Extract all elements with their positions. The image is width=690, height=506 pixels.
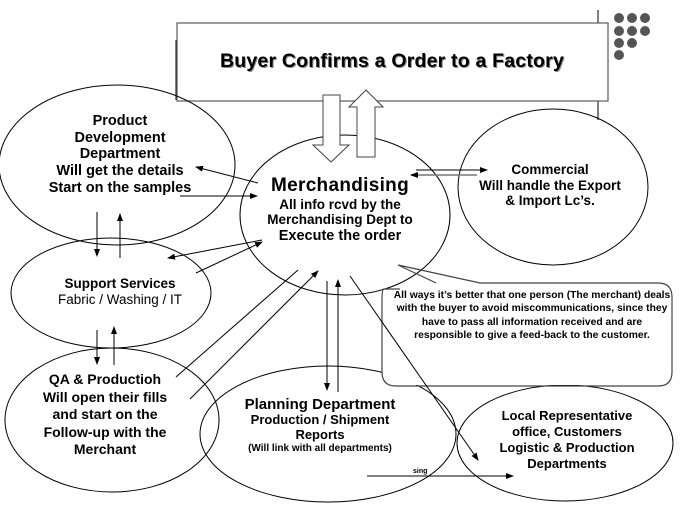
merchandising-ellipse: [239, 134, 451, 296]
qa-production-detail-3: Follow-up with the: [43, 423, 167, 440]
arrow-merch-to-local: [349, 275, 479, 461]
title-box: [176, 22, 609, 102]
callout-fill: [380, 282, 672, 385]
dot-icon: [614, 38, 624, 48]
merchandising-heading: Merchandising: [271, 175, 409, 196]
dot-icon: [614, 13, 624, 23]
product-development-ellipse: [0, 84, 236, 246]
merchandising-detail-1: All info rcvd by the: [279, 196, 401, 212]
qa-production-detail-4: Merchant: [73, 441, 137, 457]
local-representative-line-3: Logistic & Production: [499, 439, 635, 455]
down-block-arrow: [311, 94, 351, 163]
arrow-support-to-merch: [195, 241, 263, 274]
merchandising-detail-2: Merchandising Dept to: [267, 212, 413, 228]
qa-production-ellipse: [4, 347, 220, 493]
product-development-heading-2: Development: [74, 129, 166, 146]
callout-bubble: [381, 264, 673, 387]
dot-icon: [640, 13, 650, 23]
qa-production-detail-1: Will open their fills: [42, 388, 168, 405]
merchandising-node: Merchandising All info rcvd by the Merch…: [240, 175, 440, 245]
local-representative-line-2: office, Customers: [512, 423, 622, 439]
qa-production-node: QA & Productioh Will open their fills an…: [25, 371, 185, 459]
dot-icon: [614, 26, 624, 36]
planning-detail-3: (Will link with all departments): [248, 443, 392, 455]
line-qa-to-merch: [175, 269, 299, 378]
planning-detail-2: Reports: [295, 427, 345, 443]
commercial-ellipse: [457, 108, 649, 266]
product-development-detail-1: Will get the details: [56, 163, 184, 180]
local-representative-node: Local Representative office, Customers L…: [472, 408, 662, 471]
product-development-node: Product Development Department Will get …: [20, 113, 220, 196]
commercial-node: Commercial Will handle the Export & Impo…: [460, 162, 640, 209]
planning-heading: Planning Department: [244, 396, 396, 413]
commercial-heading: Commercial: [511, 162, 589, 177]
commercial-detail-1: Will handle the Export: [479, 177, 621, 193]
dot-icon: [627, 13, 637, 23]
diagram-title: Buyer Confirms a Order to a Factory: [219, 50, 564, 72]
planning-node: Planning Department Production / Shipmen…: [220, 396, 420, 455]
planning-ellipse: [199, 365, 457, 503]
support-services-node: Support Services Fabric / Washing / IT: [30, 276, 210, 307]
arrow-merch-to-support: [167, 239, 263, 260]
planning-detail-1: Production / Shipment: [250, 412, 390, 428]
qa-production-detail-2: and start on the: [52, 406, 158, 422]
dot-icon: [627, 38, 637, 48]
product-development-heading-1: Product: [92, 113, 148, 129]
dot-icon: [640, 26, 650, 36]
qa-production-heading: QA & Productioh: [48, 371, 162, 387]
local-representative-line-1: Local Representative: [501, 408, 633, 423]
arrow-label: sing: [413, 468, 428, 475]
local-representative-line-4: Departments: [527, 455, 607, 471]
dot-icon: [627, 26, 637, 36]
product-development-heading-3: Department: [79, 146, 161, 163]
product-development-detail-2: Start on the samples: [48, 179, 192, 196]
commercial-detail-2: & Import Lc’s.: [505, 193, 595, 209]
support-services-heading: Support Services: [64, 276, 176, 291]
arrow-qa-to-merch: [189, 270, 319, 400]
arrow-merch-to-productdev: [195, 165, 259, 184]
merchandising-detail-3: Execute the order: [278, 227, 402, 244]
dot-icon: [614, 50, 624, 60]
support-services-detail: Fabric / Washing / IT: [57, 291, 183, 307]
callout-note-text: All ways it’s better that one person (Th…: [393, 290, 671, 342]
up-block-arrow: [347, 89, 385, 158]
